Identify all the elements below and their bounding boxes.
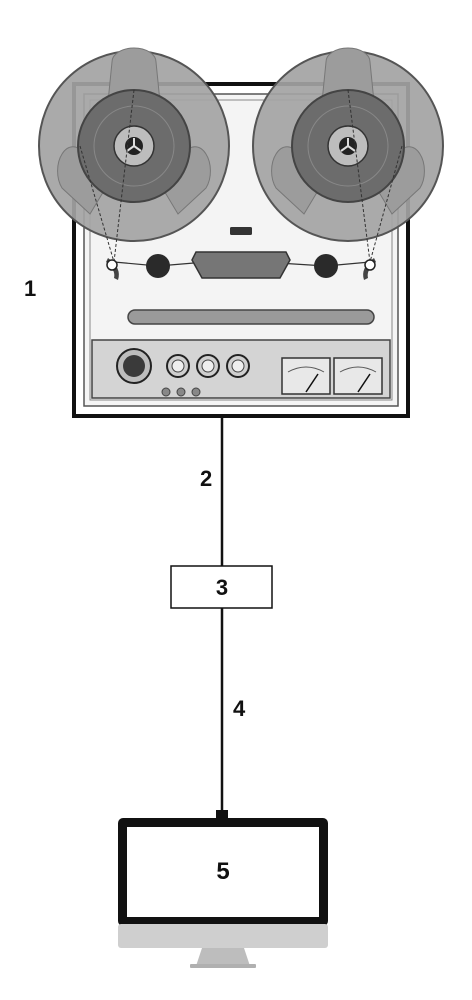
knob-small-icon: [166, 354, 250, 378]
tape-slot: [127, 309, 375, 325]
label-3: 3: [216, 575, 228, 600]
tape-path: [79, 89, 403, 263]
knob-large-icon: [116, 348, 152, 384]
cable-connector: [216, 810, 228, 818]
tape-guide-right: [363, 258, 376, 280]
label-4: 4: [233, 696, 246, 721]
label-1: 1: [24, 276, 36, 301]
label-2: 2: [200, 466, 212, 491]
right-reel-icon: [252, 47, 444, 242]
label-5: 5: [216, 858, 229, 885]
capstan-left: [146, 254, 170, 278]
monitor-chin: [118, 924, 328, 948]
monitor-stand: [196, 948, 250, 966]
vu-meter-icon: [281, 357, 383, 395]
indicator-dots: [161, 387, 201, 397]
converter-box: [170, 565, 273, 609]
head-cover: [191, 251, 291, 279]
capstan-right: [314, 254, 338, 278]
computer-monitor-icon: [118, 818, 328, 968]
reel-to-reel-tape-recorder-icon: [38, 47, 444, 418]
left-reel-icon: [38, 47, 230, 242]
monitor-screen: [127, 827, 319, 917]
tape-guide-left: [106, 258, 119, 280]
